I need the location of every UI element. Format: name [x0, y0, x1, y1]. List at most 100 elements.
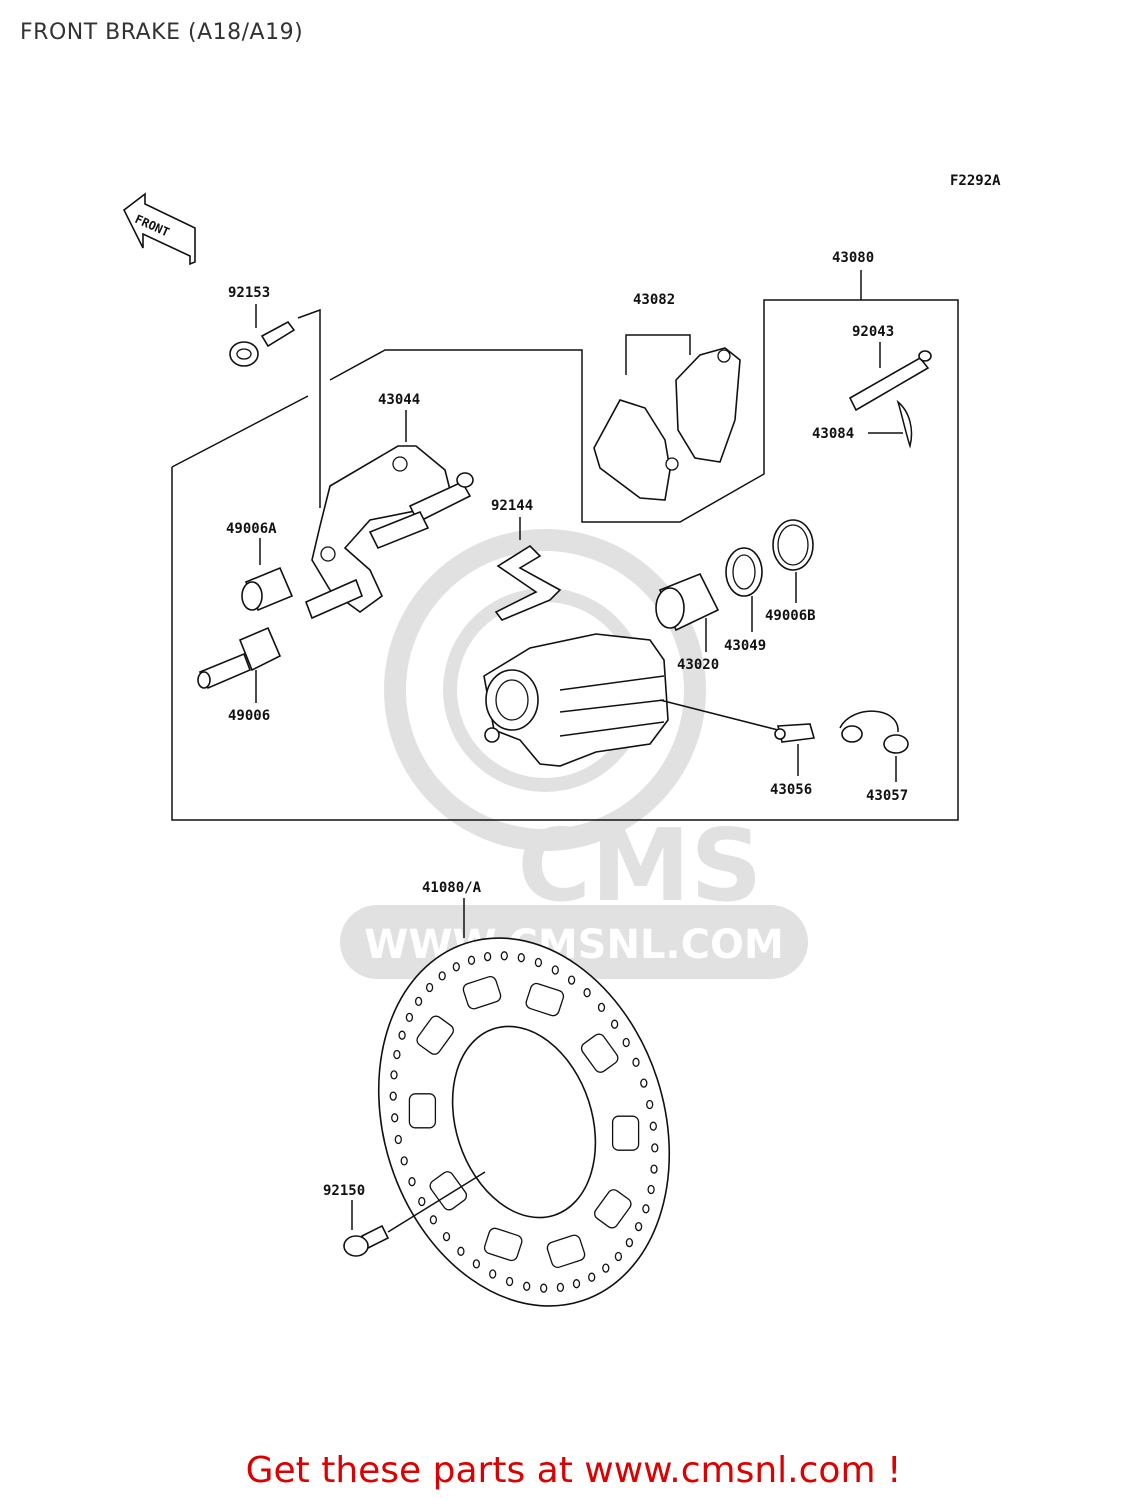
- disc-hole: [517, 953, 525, 963]
- disc-hole: [651, 1143, 659, 1153]
- ring-49006b: [772, 519, 814, 603]
- part-label-49006: 49006: [228, 708, 270, 724]
- disc-hole: [425, 982, 434, 993]
- disc-hole: [572, 1279, 581, 1289]
- disc-hole: [405, 1012, 414, 1023]
- part-label-49006a: 49006A: [226, 521, 277, 537]
- disc-hole: [640, 1078, 648, 1088]
- figure-code: F2292A: [950, 173, 1001, 189]
- part-label-43084: 43084: [812, 426, 854, 442]
- brake-pads-43082: [593, 334, 741, 501]
- disc-hole: [647, 1184, 655, 1195]
- disc-hole: [452, 962, 460, 972]
- clip-43084: [868, 399, 913, 449]
- disc-hole: [551, 965, 559, 975]
- part-label-43049: 43049: [724, 638, 766, 654]
- disc-hole: [614, 1251, 623, 1262]
- disc-hole: [583, 988, 591, 998]
- disc-window: [462, 975, 502, 1010]
- disc-drill-holes: [389, 951, 659, 1293]
- disc-hole: [505, 1276, 514, 1287]
- seal-43049: [725, 547, 763, 632]
- disc-window: [611, 1115, 640, 1151]
- part-label-43082: 43082: [633, 292, 675, 308]
- disc-window: [546, 1234, 586, 1269]
- disc-hole: [634, 1221, 643, 1232]
- disc-hole: [391, 1113, 399, 1123]
- disc-hole: [602, 1263, 610, 1273]
- assembly-outline: [171, 299, 959, 821]
- piston-43020: [655, 572, 720, 652]
- disc-hole: [483, 951, 492, 962]
- disc-hole: [642, 1204, 650, 1214]
- disc-hole: [540, 1283, 548, 1293]
- slide-pin-49006: [197, 626, 282, 703]
- part-label-92043: 92043: [852, 324, 894, 340]
- part-label-43057: 43057: [866, 788, 908, 804]
- parts-diagram: CMS WWW.CMSNL.COM F2292A FRONT: [122, 173, 1001, 1307]
- disc-hole: [489, 1269, 497, 1279]
- disc-window: [408, 1093, 437, 1129]
- disc-hole: [534, 957, 543, 968]
- disc-hole: [394, 1134, 402, 1145]
- disc-hole: [457, 1246, 465, 1256]
- disc-hole: [597, 1002, 606, 1013]
- part-label-49006b: 49006B: [765, 608, 816, 624]
- disc-hole: [429, 1215, 438, 1225]
- disc-hole: [556, 1282, 565, 1293]
- part-label-92144: 92144: [491, 498, 533, 514]
- disc-hole: [400, 1156, 408, 1166]
- watermark-url: WWW.CMSNL.COM: [364, 922, 784, 968]
- disc-hole: [472, 1259, 481, 1269]
- disc-hole: [649, 1121, 657, 1131]
- disc-window: [580, 1033, 619, 1073]
- disc-hole: [389, 1091, 397, 1101]
- disc-hole: [418, 1196, 426, 1207]
- disc-hole: [442, 1231, 451, 1242]
- part-label-43044: 43044: [378, 392, 420, 408]
- part-label-43020: 43020: [677, 657, 719, 673]
- disc-hole: [632, 1057, 640, 1067]
- disc-hole: [523, 1281, 531, 1291]
- disc-hole: [467, 955, 476, 965]
- disc-hole: [500, 951, 508, 961]
- disc-hole: [393, 1049, 401, 1060]
- cap-43057: [839, 710, 909, 782]
- part-label-43080: 43080: [832, 250, 874, 266]
- bleeder-43056: [774, 723, 816, 776]
- footer-link[interactable]: Get these parts at www.cmsnl.com !: [245, 1450, 902, 1491]
- disc-window: [594, 1189, 632, 1229]
- disc-hole: [625, 1237, 634, 1248]
- spring-92144: [494, 517, 562, 621]
- brake-disc-41080a: [377, 898, 671, 1307]
- caliper-bracket-43044: [304, 410, 474, 620]
- watermark-brand: CMS: [518, 807, 763, 924]
- boot-49006a: [241, 538, 294, 612]
- disc-hole: [408, 1177, 416, 1187]
- disc-window: [525, 982, 565, 1017]
- disc-hole: [398, 1030, 406, 1040]
- disc-hole: [567, 975, 576, 985]
- disc-hole: [646, 1099, 654, 1110]
- disc-hole: [610, 1019, 619, 1029]
- disc-hole: [588, 1272, 596, 1282]
- disc-hole: [650, 1164, 658, 1174]
- disc-window: [483, 1227, 523, 1262]
- disc-hole: [414, 996, 423, 1007]
- page-title: FRONT BRAKE (A18/A19): [20, 20, 304, 45]
- disc-hole: [390, 1070, 398, 1080]
- pin-92043: [848, 342, 932, 412]
- watermark-ring: [384, 529, 706, 851]
- bolt-92150: [343, 1171, 486, 1257]
- part-label-41080a: 41080/A: [422, 880, 482, 896]
- part-label-92153: 92153: [228, 285, 270, 301]
- disc-window: [416, 1015, 454, 1055]
- part-label-92150: 92150: [323, 1183, 365, 1199]
- disc-hole: [622, 1037, 630, 1048]
- disc-windows: [408, 975, 640, 1269]
- part-label-43056: 43056: [770, 782, 812, 798]
- bolt-92153: [229, 304, 296, 367]
- disc-hole: [438, 971, 446, 981]
- front-arrow-icon: FRONT: [122, 192, 196, 266]
- caliper-body: [483, 633, 779, 767]
